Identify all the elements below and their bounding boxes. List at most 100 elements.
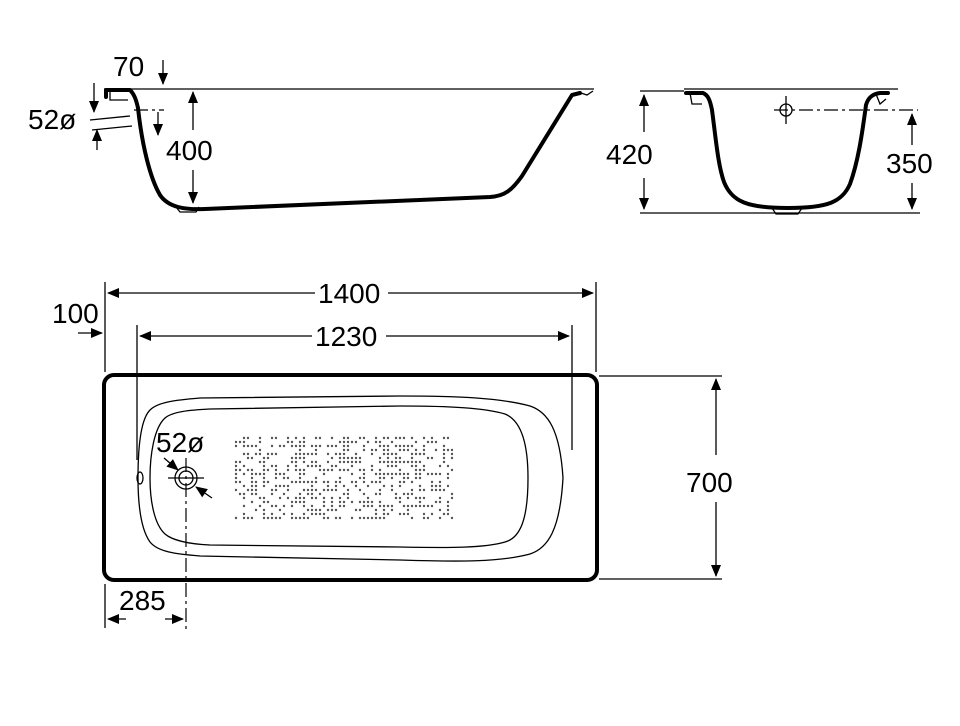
anti-slip-dot [310, 512, 314, 516]
anti-slip-dot [262, 512, 266, 516]
anti-slip-dot [342, 444, 346, 448]
anti-slip-dot [318, 444, 322, 448]
anti-slip-dot [418, 460, 422, 464]
anti-slip-dot [342, 436, 346, 440]
anti-slip-dot [314, 508, 318, 512]
anti-slip-dot [370, 516, 374, 520]
anti-slip-dot [266, 452, 270, 456]
anti-slip-dot [250, 500, 254, 504]
anti-slip-dot [330, 488, 334, 492]
anti-slip-dot [322, 480, 326, 484]
anti-slip-dot [394, 444, 398, 448]
anti-slip-dot [434, 440, 438, 444]
anti-slip-dot [382, 504, 386, 508]
anti-slip-dot [394, 464, 398, 468]
anti-slip-dot [318, 436, 322, 440]
anti-slip-dot [286, 488, 290, 492]
anti-slip-dot [346, 456, 350, 460]
anti-slip-dot [234, 460, 238, 464]
anti-slip-dot [294, 456, 298, 460]
anti-slip-dot [306, 452, 310, 456]
anti-slip-dot [358, 508, 362, 512]
anti-slip-dot [430, 484, 434, 488]
anti-slip-dot [318, 508, 322, 512]
anti-slip-dot [446, 484, 450, 488]
anti-slip-dot [338, 440, 342, 444]
anti-slip-dot [438, 496, 442, 500]
anti-slip-dot [342, 504, 346, 508]
anti-slip-dot [354, 456, 358, 460]
anti-slip-dot [342, 468, 346, 472]
anti-slip-dot [398, 472, 402, 476]
anti-slip-dot [326, 488, 330, 492]
anti-slip-dot [410, 444, 414, 448]
anti-slip-dot [330, 456, 334, 460]
anti-slip-dot [282, 512, 286, 516]
anti-slip-dot [398, 500, 402, 504]
anti-slip-dot [234, 472, 238, 476]
anti-slip-dot [322, 468, 326, 472]
anti-slip-dot [278, 508, 282, 512]
anti-slip-dot [342, 460, 346, 464]
anti-slip-dot [446, 472, 450, 476]
anti-slip-dot [262, 480, 266, 484]
anti-slip-dot [354, 460, 358, 464]
anti-slip-dot [270, 444, 274, 448]
anti-slip-dot [366, 440, 370, 444]
anti-slip-dot [310, 496, 314, 500]
anti-slip-dot [394, 452, 398, 456]
anti-slip-dot [382, 472, 386, 476]
anti-slip-dot [274, 472, 278, 476]
anti-slip-dot [258, 440, 262, 444]
anti-slip-dot [374, 448, 378, 452]
anti-slip-dot [342, 484, 346, 488]
anti-slip-dot [410, 456, 414, 460]
anti-slip-dot [270, 492, 274, 496]
anti-slip-dot [250, 476, 254, 480]
anti-slip-dot [290, 440, 294, 444]
anti-slip-dot [270, 516, 274, 520]
anti-slip-dot [410, 460, 414, 464]
anti-slip-dot [434, 488, 438, 492]
anti-slip-dot [402, 472, 406, 476]
anti-slip-dot [414, 440, 418, 444]
anti-slip-dot [378, 476, 382, 480]
anti-slip-dot [234, 468, 238, 472]
anti-slip-dot [262, 476, 266, 480]
anti-slip-dot [330, 500, 334, 504]
anti-slip-dot [374, 516, 378, 520]
anti-slip-dot [286, 484, 290, 488]
anti-slip-dot [294, 496, 298, 500]
anti-slip-dot [342, 500, 346, 504]
anti-slip-dot [362, 444, 366, 448]
anti-slip-dot [438, 472, 442, 476]
anti-slip-dot [282, 484, 286, 488]
anti-slip-dot [406, 444, 410, 448]
anti-slip-dot [242, 492, 246, 496]
anti-slip-dot [450, 468, 454, 472]
anti-slip-dot [382, 460, 386, 464]
anti-slip-dot [442, 452, 446, 456]
anti-slip-dot [358, 500, 362, 504]
anti-slip-dot [378, 480, 382, 484]
anti-slip-dot [438, 516, 442, 520]
anti-slip-dot [418, 476, 422, 480]
anti-slip-dot [246, 488, 250, 492]
anti-slip-dot [362, 476, 366, 480]
anti-slip-dot [298, 492, 302, 496]
anti-slip-dot [402, 504, 406, 508]
anti-slip-dot [338, 496, 342, 500]
anti-slip-dot [394, 460, 398, 464]
anti-slip-dot [434, 472, 438, 476]
anti-slip-dot [450, 516, 454, 520]
anti-slip-dot [246, 516, 250, 520]
anti-slip-dot [298, 500, 302, 504]
anti-slip-dot [430, 488, 434, 492]
anti-slip-dot [394, 472, 398, 476]
anti-slip-dot [426, 472, 430, 476]
anti-slip-dot [422, 444, 426, 448]
anti-slip-dot [430, 504, 434, 508]
anti-slip-dot [266, 468, 270, 472]
anti-slip-dot [294, 452, 298, 456]
anti-slip-dot [270, 512, 274, 516]
